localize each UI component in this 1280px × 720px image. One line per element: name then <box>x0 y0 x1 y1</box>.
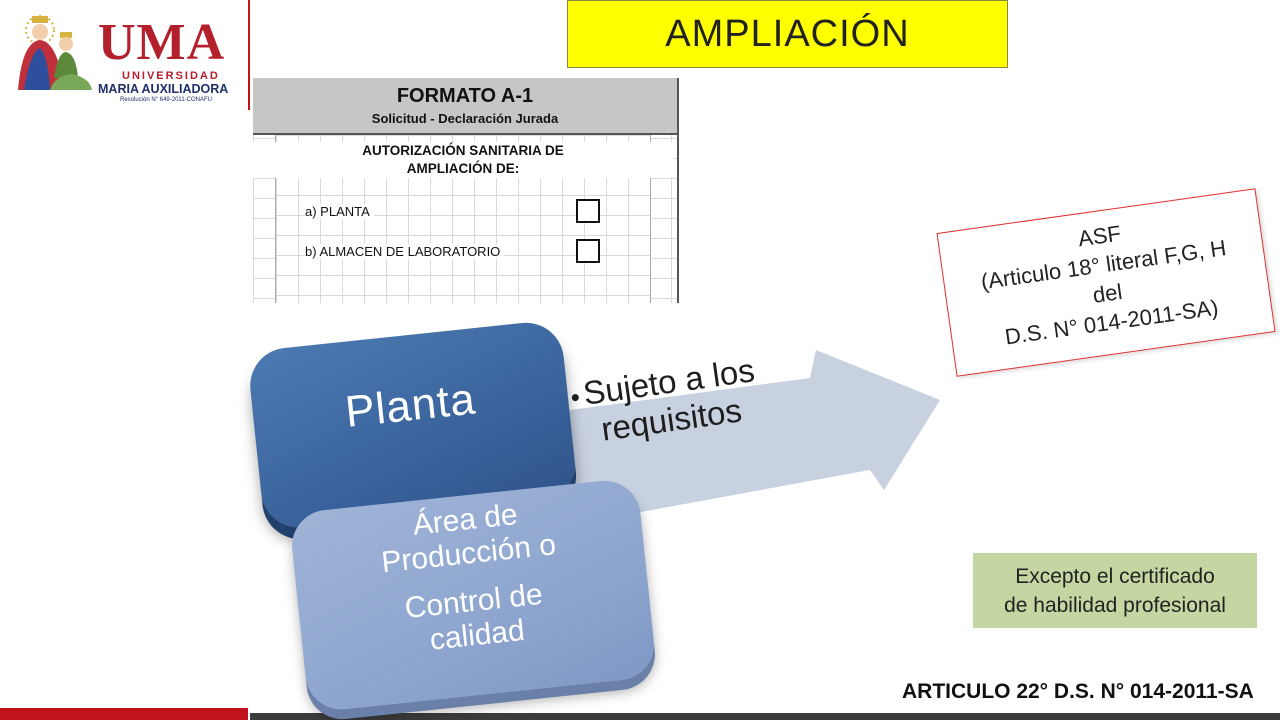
logo-resolution: Resolución N° 649-2011-CONAFU <box>120 97 212 103</box>
asf-reference-box: ASF (Articulo 18° literal F,G, H del D.S… <box>936 188 1276 377</box>
form-option-planta: a) PLANTA <box>305 204 374 219</box>
area-produccion-block: Área de Producción o Control de calidad <box>288 477 658 713</box>
divider-red-vertical <box>248 0 250 110</box>
form-auth-line2: AMPLIACIÓN DE: <box>406 161 520 176</box>
footer-bar-dark <box>250 713 1280 720</box>
checkbox-almacen[interactable] <box>576 239 600 263</box>
checkbox-planta[interactable] <box>576 199 600 223</box>
logo-maria-auxiliadora: MARIA AUXILIADORA <box>98 82 229 96</box>
exception-note: Excepto el certificado de habilidad prof… <box>973 553 1257 628</box>
article-reference: ARTICULO 22° D.S. N° 014-2011-SA <box>902 680 1254 703</box>
form-title: FORMATO A-1 <box>396 85 534 107</box>
planta-label: Planta <box>342 374 479 437</box>
form-subtitle: Solicitud - Declaración Jurada <box>371 111 559 126</box>
form-authorization-heading: AUTORIZACIÓN SANITARIA DE AMPLIACIÓN DE: <box>253 142 673 178</box>
virgin-mary-image-icon <box>18 15 92 90</box>
form-auth-line1: AUTORIZACIÓN SANITARIA DE <box>362 143 564 158</box>
university-logo: UMA UNIVERSIDAD MARIA AUXILIADORA Resolu… <box>10 12 245 103</box>
logo-universidad: UNIVERSIDAD <box>122 70 220 82</box>
slide-title: AMPLIACIÓN <box>665 12 910 55</box>
note-line1: Excepto el certificado <box>1015 564 1215 588</box>
title-box: AMPLIACIÓN <box>567 0 1008 68</box>
process-arrow <box>510 350 940 525</box>
note-line2: de habilidad profesional <box>1004 593 1226 617</box>
form-header: FORMATO A-1 Solicitud - Declaración Jura… <box>253 78 677 135</box>
form-a1-excerpt: FORMATO A-1 Solicitud - Declaración Jura… <box>253 78 679 303</box>
form-option-almacen: b) ALMACEN DE LABORATORIO <box>305 244 505 259</box>
footer-bar-red <box>0 708 248 720</box>
logo-wordmark: UMA <box>98 14 226 71</box>
